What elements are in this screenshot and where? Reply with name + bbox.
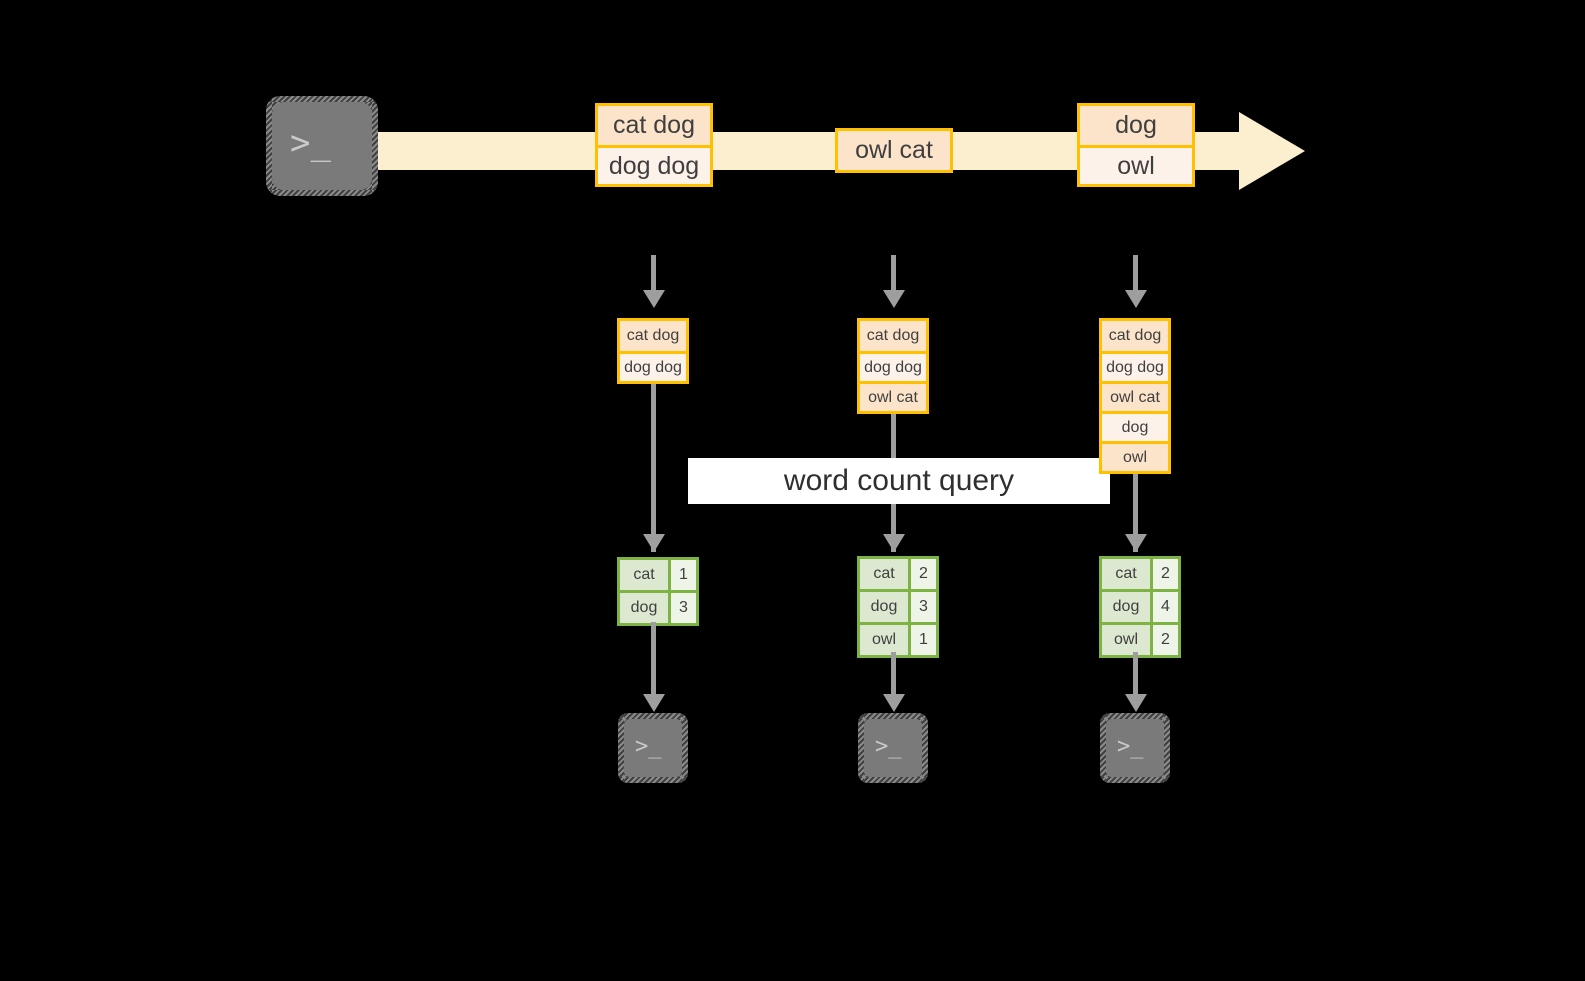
snapshot-3-tap-arrowhead	[1125, 290, 1147, 308]
stream-record-2: owl cat	[835, 128, 953, 173]
snapshot-1-buffer: cat dog dog dog	[617, 318, 689, 384]
result-word: owl	[860, 625, 908, 655]
stream-record-3: dog owl	[1077, 103, 1195, 187]
snapshot-3-sink-terminal-icon: >_	[1100, 713, 1170, 783]
query-label-band: word count query	[688, 458, 1110, 504]
snapshot-2-query-arrowhead	[883, 534, 905, 552]
result-word: dog	[620, 593, 668, 623]
result-word: cat	[620, 560, 668, 590]
table-row: cat 2	[860, 559, 936, 589]
result-word: dog	[860, 592, 908, 622]
result-word: cat	[860, 559, 908, 589]
snapshot-1-sink-line	[651, 622, 656, 702]
snapshot-1-buffer-line-2: dog dog	[620, 351, 686, 381]
snapshot-3-buffer-line-1: cat dog	[1102, 321, 1168, 351]
snapshot-2-buffer-line-3: owl cat	[860, 381, 926, 411]
snapshot-2-result-table: cat 2 dog 3 owl 1	[857, 556, 939, 658]
result-count: 2	[908, 559, 936, 589]
stream-record-2-line-1: owl cat	[838, 131, 950, 170]
table-row: owl 1	[860, 622, 936, 655]
result-count: 3	[668, 593, 696, 623]
result-word: cat	[1102, 559, 1150, 589]
snapshot-3-buffer-line-5: owl	[1102, 441, 1168, 471]
terminal-screen: >_	[624, 719, 682, 777]
table-row: cat 2	[1102, 559, 1178, 589]
query-label-text: word count query	[783, 464, 1015, 497]
snapshot-2-buffer-line-1: cat dog	[860, 321, 926, 351]
stream-record-3-line-1: dog	[1080, 106, 1192, 145]
source-terminal-icon: >_	[266, 96, 378, 196]
result-count: 3	[908, 592, 936, 622]
table-row: dog 3	[860, 589, 936, 622]
table-row: dog 4	[1102, 589, 1178, 622]
snapshot-3-query-line	[1133, 474, 1138, 552]
terminal-prompt-glyph: >_	[1117, 734, 1144, 759]
result-count: 2	[1150, 559, 1178, 589]
snapshot-2-sink-arrowhead	[883, 694, 905, 712]
snapshot-1-sink-terminal-icon: >_	[618, 713, 688, 783]
result-count: 2	[1150, 625, 1178, 655]
snapshot-2-buffer: cat dog dog dog owl cat	[857, 318, 929, 414]
terminal-screen: >_	[864, 719, 922, 777]
terminal-screen: >_	[272, 102, 372, 190]
terminal-prompt-glyph: >_	[635, 734, 662, 759]
snapshot-1-tap-arrowhead	[643, 290, 665, 308]
snapshot-3-buffer-line-2: dog dog	[1102, 351, 1168, 381]
snapshot-2-tap-arrowhead	[883, 290, 905, 308]
snapshot-3-result-table: cat 2 dog 4 owl 2	[1099, 556, 1181, 658]
snapshot-2-tap-line	[891, 255, 896, 293]
snapshot-3-buffer-line-3: owl cat	[1102, 381, 1168, 411]
snapshot-1-query-arrowhead	[643, 534, 665, 552]
result-word: dog	[1102, 592, 1150, 622]
snapshot-3-buffer-line-4: dog	[1102, 411, 1168, 441]
snapshot-3-sink-arrowhead	[1125, 694, 1147, 712]
snapshot-1-result-table: cat 1 dog 3	[617, 557, 699, 626]
snapshot-1-buffer-line-1: cat dog	[620, 321, 686, 351]
terminal-prompt-glyph: >_	[875, 734, 902, 759]
terminal-prompt-glyph: >_	[290, 123, 331, 163]
table-row: dog 3	[620, 590, 696, 623]
snapshot-2-buffer-line-2: dog dog	[860, 351, 926, 381]
result-word: owl	[1102, 625, 1150, 655]
snapshot-1-tap-line	[651, 255, 656, 293]
stream-record-1: cat dog dog dog	[595, 103, 713, 187]
result-count: 1	[908, 625, 936, 655]
snapshot-3-query-arrowhead	[1125, 534, 1147, 552]
snapshot-3-buffer: cat dog dog dog owl cat dog owl	[1099, 318, 1171, 474]
snapshot-3-sink-line	[1133, 652, 1138, 702]
stream-arrow-head	[1239, 112, 1305, 190]
table-row: owl 2	[1102, 622, 1178, 655]
result-count: 4	[1150, 592, 1178, 622]
stream-record-1-line-2: dog dog	[598, 145, 710, 184]
stream-record-3-line-2: owl	[1080, 145, 1192, 184]
snapshot-3-tap-line	[1133, 255, 1138, 293]
snapshot-1-query-line	[651, 384, 656, 552]
stream-record-1-line-1: cat dog	[598, 106, 710, 145]
snapshot-1-sink-arrowhead	[643, 694, 665, 712]
result-count: 1	[668, 560, 696, 590]
snapshot-2-sink-line	[891, 652, 896, 702]
table-row: cat 1	[620, 560, 696, 590]
terminal-screen: >_	[1106, 719, 1164, 777]
snapshot-2-sink-terminal-icon: >_	[858, 713, 928, 783]
